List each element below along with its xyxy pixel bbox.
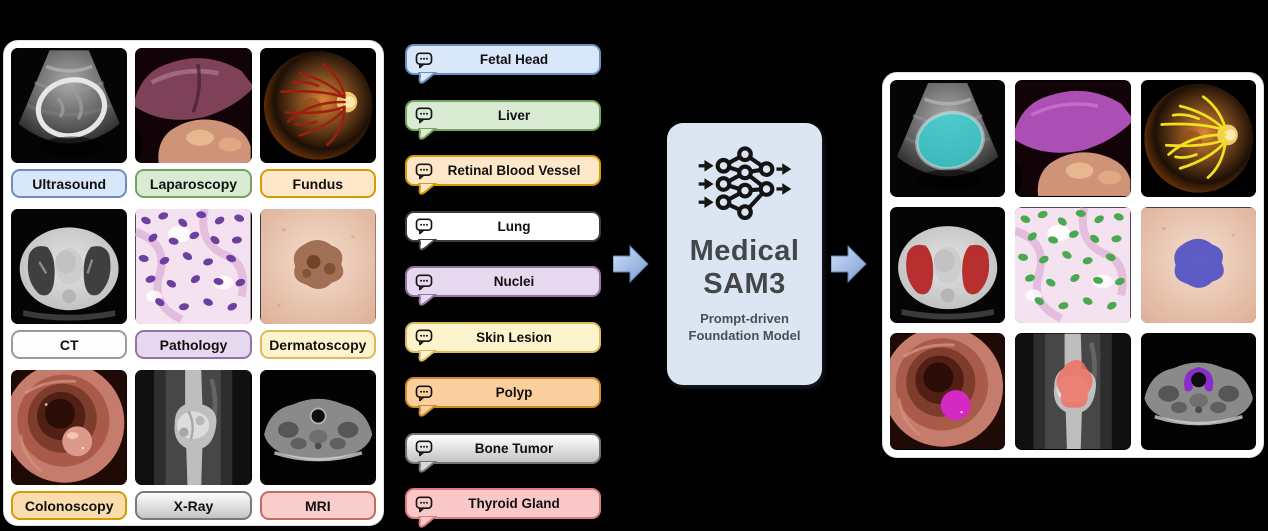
bubble-tail — [418, 238, 437, 251]
fundus-image — [259, 48, 376, 163]
pathology-masked-image — [1015, 206, 1131, 324]
ultrasound-masked-image — [890, 80, 1006, 197]
modality-cell: CT — [11, 209, 128, 359]
laparoscopy-image — [135, 48, 252, 163]
mri-masked-image — [1140, 333, 1256, 450]
fundus-masked-image — [1140, 80, 1256, 197]
modality-pill: Pathology — [135, 330, 252, 359]
modality-label: CT — [59, 336, 79, 353]
modality-cell: Laparoscopy — [135, 48, 252, 198]
bubble-tail — [418, 516, 437, 528]
modality-label: Colonoscopy — [24, 497, 114, 514]
speech-bubble-icon — [415, 385, 433, 401]
speech-bubble-icon — [415, 329, 433, 346]
modality-label: Laparoscopy — [149, 175, 238, 192]
modality-cell: Fundus — [259, 48, 376, 198]
modality-cell: MRI — [259, 370, 376, 520]
prompt-label: Skin Lesion — [476, 329, 552, 345]
speech-bubble-icon — [415, 107, 433, 124]
prompt-label: Nuclei — [493, 274, 535, 289]
modality-pill: Laparoscopy — [135, 169, 252, 198]
prompt-label: Thyroid Gland — [468, 496, 560, 511]
modality-cell: X-Ray — [135, 370, 252, 520]
prompt-list: Fetal Head Liver Retinal Blood Vessel Lu… — [405, 44, 601, 528]
prompt-bubble: Liver — [405, 99, 601, 140]
flow-arrow-icon — [613, 244, 649, 284]
speech-bubble-icon — [415, 163, 433, 179]
modality-cell: Pathology — [135, 209, 252, 359]
xray-image — [135, 370, 252, 485]
ct-masked-image — [890, 206, 1006, 324]
modality-pill: Ultrasound — [11, 169, 128, 198]
speech-bubble-icon — [415, 218, 433, 235]
speech-bubble-icon — [415, 496, 433, 512]
prompt-label: Bone Tumor — [474, 440, 554, 456]
prompt-bubble: Nuclei — [405, 266, 601, 306]
prompt-label: Liver — [497, 107, 531, 123]
modality-label: Dermatoscopy — [269, 336, 367, 353]
segmentation-output-panel — [883, 73, 1263, 457]
bubble-tail — [418, 405, 437, 417]
prompt-label: Retinal Blood Vessel — [447, 163, 581, 178]
modality-label: X-Ray — [173, 497, 214, 514]
modality-label: MRI — [304, 497, 331, 514]
modality-cell: Dermatoscopy — [259, 209, 376, 359]
prompt-label: Fetal Head — [479, 52, 549, 67]
modality-label: Pathology — [159, 336, 228, 353]
bubble-tail — [418, 183, 437, 195]
model-title: Medical SAM3 — [689, 235, 800, 300]
modality-pill: MRI — [259, 491, 376, 520]
modality-pill: Fundus — [259, 169, 376, 198]
bubble-tail — [418, 127, 437, 140]
laparoscopy-masked-image — [1015, 80, 1131, 197]
prompt-bubble: Polyp — [405, 377, 601, 417]
colonoscopy-image — [11, 370, 128, 485]
mri-image — [259, 370, 376, 485]
prompt-bubble: Thyroid Gland — [405, 488, 601, 528]
ultrasound-image — [11, 48, 128, 163]
neural-network-icon — [698, 146, 791, 220]
pathology-image — [135, 209, 252, 324]
polyp-mask — [940, 390, 971, 421]
bubble-tail — [418, 460, 437, 473]
modality-pill: CT — [11, 330, 128, 359]
speech-bubble-icon — [415, 440, 433, 457]
prompt-bubble: Bone Tumor — [405, 432, 601, 473]
speech-bubble-icon — [415, 274, 433, 290]
bubble-tail — [418, 349, 437, 362]
ct-image — [11, 209, 128, 324]
modality-label: Ultrasound — [32, 175, 107, 192]
prompt-bubble: Retinal Blood Vessel — [405, 155, 601, 195]
prompt-bubble: Lung — [405, 210, 601, 251]
prompt-bubble: Skin Lesion — [405, 321, 601, 362]
model-subtitle: Prompt-driven Foundation Model — [688, 311, 801, 343]
colonoscopy-masked-image — [890, 333, 1006, 450]
dermatoscopy-masked-image — [1140, 206, 1256, 324]
dermatoscopy-image — [259, 209, 376, 324]
bubble-tail — [418, 294, 437, 306]
input-modalities-panel: Ultrasound Laparoscopy — [4, 41, 383, 525]
modality-label: Fundus — [292, 175, 344, 192]
modality-pill: X-Ray — [135, 491, 252, 520]
model-box: Medical SAM3 Prompt-driven Foundation Mo… — [667, 123, 822, 385]
modality-cell: Colonoscopy — [11, 370, 128, 520]
prompt-label: Polyp — [495, 385, 533, 400]
bubble-tail — [418, 72, 437, 84]
flow-arrow-icon — [831, 244, 867, 284]
prompt-label: Lung — [497, 218, 531, 234]
prompt-bubble: Fetal Head — [405, 44, 601, 84]
modality-cell: Ultrasound — [11, 48, 128, 198]
speech-bubble-icon — [415, 52, 433, 68]
modality-pill: Colonoscopy — [11, 491, 128, 520]
xray-masked-image — [1015, 333, 1131, 450]
modality-pill: Dermatoscopy — [259, 330, 376, 359]
